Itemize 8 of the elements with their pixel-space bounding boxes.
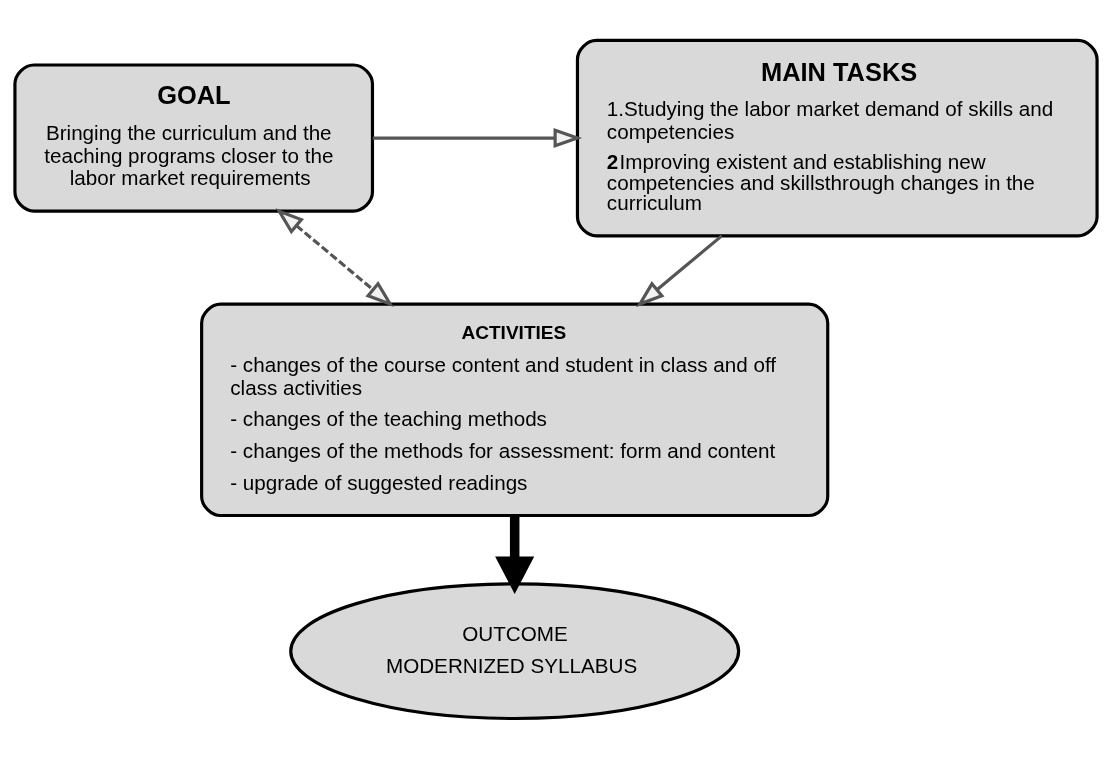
arrow [275, 207, 394, 307]
arrow [372, 127, 583, 148]
node-ellipse: OUTCOME MODERNIZED SYLLABUS [289, 581, 741, 720]
node-box: ACTIVITIES - changes of the course content and student in class and off class activities - changes of the teaching methods - changes of the methods for assessment: form and content - upgrade of suggested readings [200, 302, 830, 517]
arrow [495, 515, 535, 594]
node-box: MAIN TASKS 1.Studying the labor market demand of skills and competencies 2Improving existent and establishing new competencies and skillsthrough changes in the curriculum [575, 38, 1099, 237]
node-box: GOAL Bringing the curriculum and the teaching programs closer to the labor market requirements [13, 62, 375, 213]
arrow [636, 234, 723, 307]
